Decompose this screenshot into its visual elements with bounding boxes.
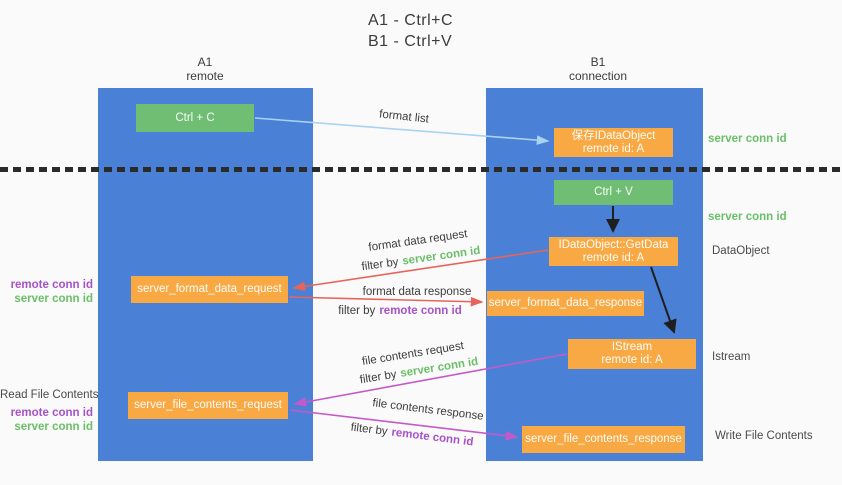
label-remote-conn-id-left-2: remote conn id (10, 407, 93, 419)
label-server-conn-id-left-2: server conn id (14, 421, 93, 433)
label-read-file-contents: Read File Contents (0, 389, 99, 401)
label-write-file-contents: Write File Contents (715, 430, 813, 442)
node-istream-label: IStream remote id: A (601, 341, 662, 367)
label-server-conn-id-left-1: server conn id (14, 293, 93, 305)
filter-by-text: filter by (338, 305, 376, 317)
server-conn-id-text: server conn id (401, 244, 482, 268)
lane-b1-role: connection (568, 69, 628, 83)
file-contents-response-text: file contents response (371, 397, 485, 423)
label-remote-conn-id-left-1: remote conn id (10, 279, 93, 291)
istream-line2: remote id: A (601, 354, 663, 366)
node-getdata-label: IDataObject::GetData remote id: A (559, 239, 669, 265)
node-server-format-data-response: server_format_data_response (487, 291, 644, 316)
lane-b1-name: B1 (590, 55, 606, 69)
format-request-label: server_format_data_request (137, 283, 282, 295)
save-idataobject-line2: remote id: A (582, 142, 645, 155)
lane-header-b1: B1 connection (538, 55, 658, 83)
label-server-conn-id-mid: server conn id (708, 211, 787, 223)
node-ctrl-v: Ctrl + V (554, 180, 673, 205)
label-file-contents-response: file contents response (372, 397, 485, 423)
title-line-1: A1 - Ctrl+C (368, 12, 454, 29)
node-save-idataobject: 保存IDataObject remote id: A (554, 128, 673, 157)
node-server-file-contents-request: server_file_contents_request (128, 392, 288, 419)
node-server-format-data-request: server_format_data_request (131, 276, 288, 303)
getdata-line1: IDataObject::GetData (558, 238, 669, 251)
left-labels-format: remote conn id server conn id (0, 278, 93, 306)
node-idataobject-getdata: IDataObject::GetData remote id: A (549, 237, 678, 266)
label-format-data-response: format data response (363, 286, 472, 298)
label-server-conn-id-top: server conn id (708, 133, 787, 145)
filter-by-text: filter by (358, 368, 398, 387)
title-line-2: B1 - Ctrl+V (368, 33, 453, 50)
dashed-separator-line (0, 167, 842, 172)
node-save-idataobject-label: 保存IDataObject remote id: A (572, 130, 656, 156)
node-ctrl-v-label: Ctrl + V (594, 186, 633, 198)
node-server-file-contents-response: server_file_contents_response (522, 426, 685, 453)
format-data-response-text: format data response (362, 286, 472, 298)
node-istream: IStream remote id: A (568, 339, 696, 369)
left-labels-file: Read File Contents remote conn id server… (0, 388, 99, 434)
format-list-text: format list (378, 108, 430, 126)
remote-conn-id-text: remote conn id (390, 426, 475, 449)
remote-conn-id-text: remote conn id (379, 305, 462, 317)
label-istream: Istream (712, 351, 751, 363)
node-ctrl-c-label: Ctrl + C (175, 111, 215, 124)
file-response-label: server_file_contents_response (525, 433, 682, 445)
lane-a1-role: remote (186, 69, 224, 83)
istream-line1: IStream (611, 341, 653, 353)
label-dataobject: DataObject (712, 245, 770, 257)
diagram-title: A1 - Ctrl+C B1 - Ctrl+V (368, 10, 453, 52)
label-format-list: format list (379, 108, 430, 125)
lane-a1-name: A1 (197, 55, 213, 69)
filter-by-text: filter by (349, 421, 389, 438)
file-request-label: server_file_contents_request (134, 399, 282, 411)
getdata-line2: remote id: A (582, 251, 645, 264)
format-response-label: server_format_data_response (488, 297, 643, 309)
save-idataobject-line1: 保存IDataObject (571, 129, 656, 142)
lane-header-a1: A1 remote (145, 55, 265, 83)
filter-by-text: filter by (360, 256, 400, 274)
node-ctrl-c: Ctrl + C (136, 104, 254, 132)
